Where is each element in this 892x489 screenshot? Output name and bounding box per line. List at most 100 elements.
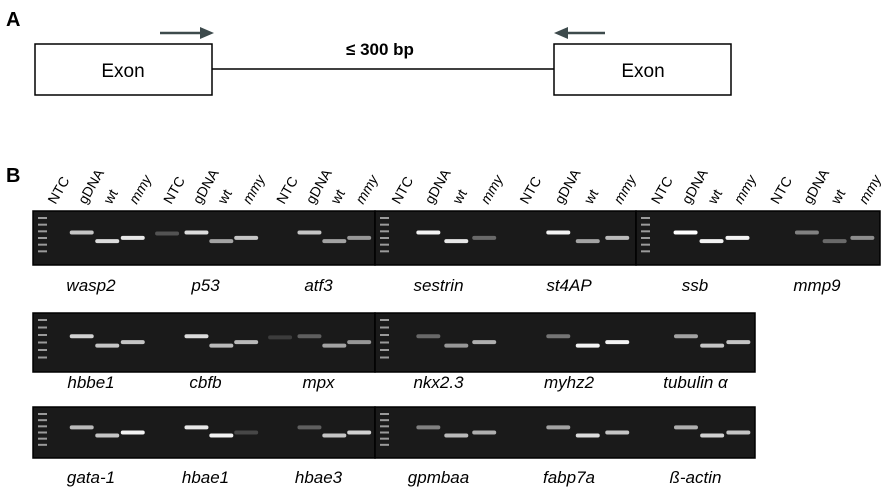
gel-band (822, 239, 847, 244)
gene-label: ssb (682, 276, 708, 295)
gel-band (95, 433, 120, 438)
gene-label: gata-1 (67, 468, 115, 487)
gel-image (32, 406, 376, 459)
gel-image (32, 312, 376, 373)
gene-label: ß-actin (670, 468, 722, 487)
ladder-band (38, 425, 47, 428)
lane-label: wt (214, 186, 235, 207)
gene-label: tubulin α (663, 373, 729, 392)
gel-band (699, 239, 724, 244)
lane-label: NTC (516, 174, 544, 207)
gel-band (155, 231, 180, 236)
ladder-band (38, 349, 47, 351)
lane-label: NTC (648, 174, 676, 207)
ladder-band (380, 243, 389, 246)
gel-band (209, 433, 234, 438)
lane-label: NTC (160, 174, 188, 207)
gel-band (95, 343, 120, 348)
ladder-band (380, 443, 389, 446)
ladder-band (38, 237, 47, 239)
ladder-band (380, 326, 389, 329)
lane-label: mmy (855, 171, 885, 206)
gel-band (605, 340, 630, 345)
lane-label: gDNA (551, 166, 584, 207)
ladder-band (380, 230, 389, 233)
lane-label: mmy (239, 171, 269, 206)
gel-band (605, 430, 630, 435)
ladder-band (38, 341, 47, 344)
gene-label: p53 (190, 276, 220, 295)
ladder-band (641, 243, 650, 246)
gene-label: sestrin (413, 276, 463, 295)
gel-band (322, 239, 347, 244)
gel-band (546, 334, 571, 339)
gel-rows (32, 210, 881, 459)
gel-band (297, 334, 322, 339)
gel-band (69, 230, 94, 235)
gel-band (322, 433, 347, 438)
ladder-band (38, 243, 47, 246)
lane-label: NTC (44, 174, 72, 207)
exon-label-left: Exon (101, 61, 144, 82)
gel-band (575, 433, 600, 438)
gel-band (725, 235, 750, 240)
gel-band (69, 425, 94, 430)
ladder-band (38, 217, 47, 219)
ladder-band (380, 341, 389, 344)
gene-label: st4AP (546, 276, 592, 295)
panel-a-letter: A (6, 9, 20, 31)
ladder-band (641, 217, 650, 219)
gel-band (120, 430, 145, 435)
lane-label: NTC (767, 174, 795, 207)
gel-band (69, 334, 94, 339)
gel-row (32, 210, 881, 266)
ladder-band (380, 413, 389, 415)
gel-band (184, 425, 209, 430)
ladder-band (38, 230, 47, 233)
ladder-band (38, 431, 47, 434)
ladder-band (38, 437, 47, 440)
gel-band (700, 433, 725, 438)
gel-band (444, 433, 469, 438)
gel-band (268, 335, 293, 340)
lane-label: wt (327, 186, 348, 207)
ladder-band (641, 237, 650, 239)
gel-band (726, 340, 751, 345)
ladder-band (380, 237, 389, 239)
amplicon-size-label: ≤ 300 bp (346, 40, 414, 59)
gel-image (374, 312, 756, 373)
gel-band (472, 340, 497, 345)
gene-label: nkx2.3 (413, 373, 464, 392)
gel-band (605, 235, 630, 240)
lane-label: wt (827, 186, 848, 207)
gel-band (416, 334, 441, 339)
ladder-band (380, 425, 389, 428)
lane-label: mmy (730, 171, 760, 206)
gel-band (472, 235, 497, 240)
ladder-band (641, 223, 650, 226)
gel-band (444, 239, 469, 244)
exon-box-left (34, 43, 213, 96)
lane-label: wt (99, 186, 120, 207)
lane-label: gDNA (421, 166, 454, 207)
gel-band (444, 343, 469, 348)
gel-band (673, 334, 698, 339)
lane-label: NTC (388, 174, 416, 207)
gel-band (234, 430, 259, 435)
gel-row (32, 312, 756, 373)
gene-label: hbae1 (182, 468, 229, 487)
gel-band (700, 343, 725, 348)
gel-band (726, 430, 751, 435)
gel-band (234, 340, 259, 345)
gel-band (347, 340, 372, 345)
forward-primer-arrow (160, 27, 214, 39)
lane-label: NTC (273, 174, 301, 207)
lane-label: mmy (610, 171, 640, 206)
gel-band (416, 230, 441, 235)
gel-band (184, 230, 209, 235)
lane-label: mmy (352, 171, 382, 206)
